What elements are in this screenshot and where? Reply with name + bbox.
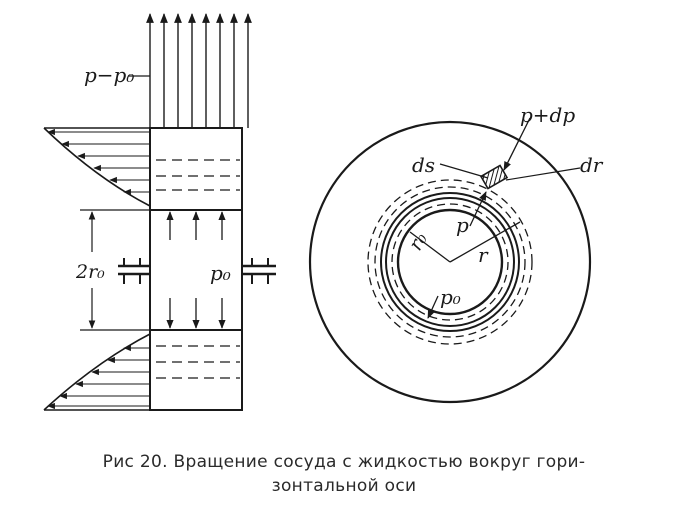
lower-liquid-dashes [156,345,240,379]
lower-liquid-block [149,329,243,411]
p-minus-p0-label: p−p₀ [84,63,134,87]
free-surface-circle [396,208,504,316]
p-label: p [456,213,469,237]
ds-label: ds [412,153,435,177]
dr-pointer [505,167,581,181]
liquid-layer-solid-2 [385,197,515,327]
right-bearing [242,258,276,284]
upper-pressure-curve [43,127,151,207]
p-plus-dp-label: p+dp [520,103,575,127]
p-arrow [469,191,487,227]
caption-line-1: Рис 20. Вращение сосуда с жидкостью вокр… [102,452,586,472]
caption-line-2: зонтальной оси [271,476,417,496]
cross-section-view [308,117,592,404]
upper-pressure-arrows [47,128,150,196]
top-pressure-arrows [146,13,252,128]
r-radius-line [449,221,521,263]
two-r0-label: 2r₀ [75,261,105,283]
p0-down-arrows [166,298,226,329]
two-r0-dimension [80,209,150,331]
p-plus-dp-arrow [503,117,531,171]
p0-arrow [427,295,439,319]
fluid-element [479,164,509,190]
liquid-layer-mid-dashed-2 [391,203,509,321]
r-label: r [478,243,489,267]
p0-up-arrows [166,211,226,240]
p0-right-label: p₀ [440,285,461,309]
lower-pressure-curve [43,333,151,411]
p0-left-label: p₀ [210,261,231,285]
ds-pointer [439,163,489,179]
vessel-outer-circle [308,120,592,404]
liquid-layer-solid-1 [380,192,520,332]
side-view [43,13,276,411]
r0-radius-line [409,231,451,263]
upper-liquid-block [149,127,243,211]
upper-liquid-dashes [156,159,240,191]
lower-pressure-arrows [47,344,150,410]
liquid-layer-outer-dashed [367,179,533,345]
dr-label: dr [580,153,604,177]
liquid-layer-mid-dashed-1 [374,186,526,338]
left-bearing [118,258,150,284]
